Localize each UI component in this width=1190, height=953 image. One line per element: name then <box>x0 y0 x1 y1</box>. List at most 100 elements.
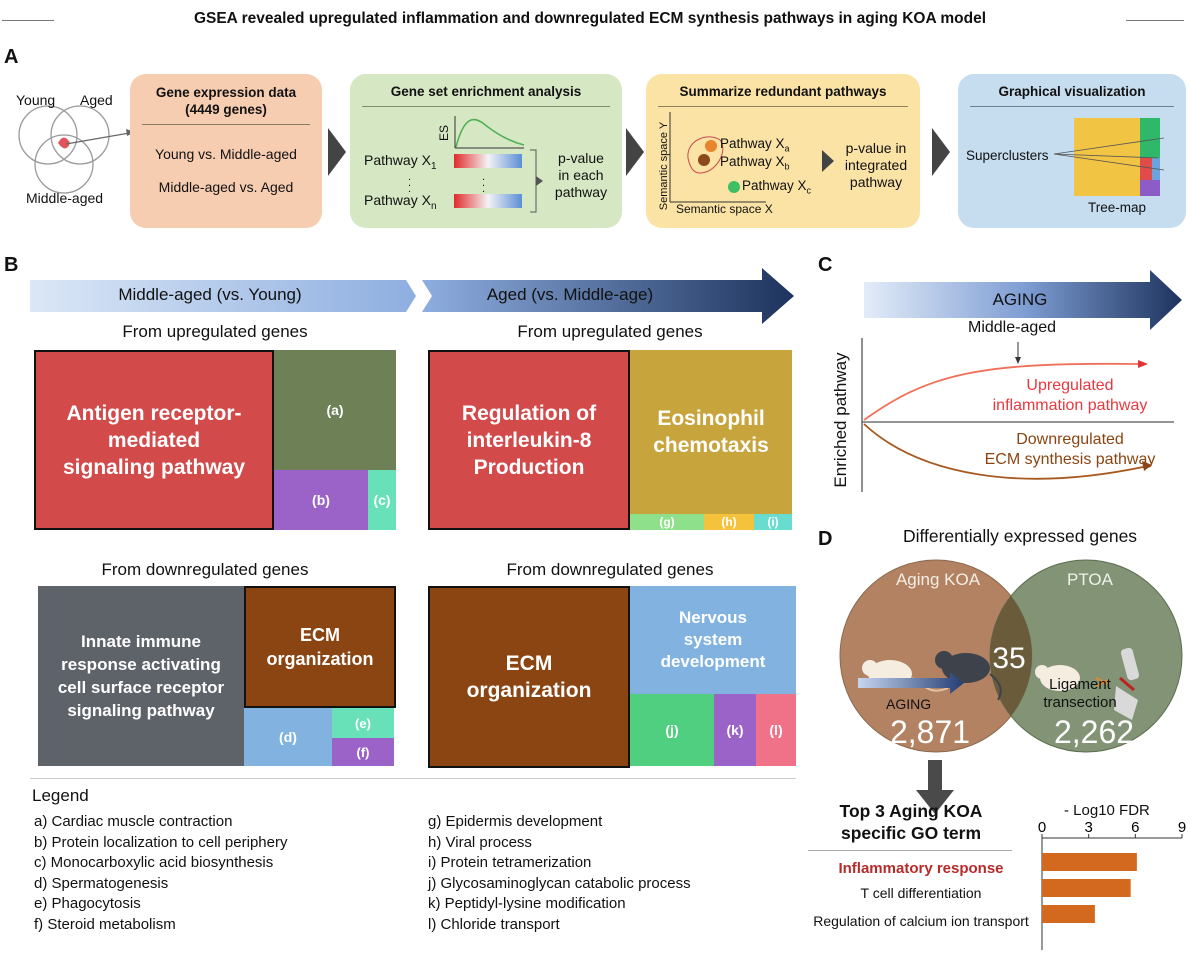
tm3-d: (d) <box>244 708 332 766</box>
legend-item-h: h) Viral process <box>428 833 532 851</box>
tm2-g: (g) <box>630 514 704 530</box>
tm3-f: (f) <box>332 738 394 766</box>
go-title: Top 3 Aging KOA specific GO term <box>839 801 983 843</box>
vertical-dots: ... <box>408 171 412 195</box>
sub: b <box>784 161 790 172</box>
treemap-down-middle: Innate immune response activating cell s… <box>38 586 396 766</box>
ptoa-count: 2,262 <box>1053 714 1135 750</box>
title-rule-right <box>1126 20 1184 21</box>
legend-left: a) Cardiac muscle contraction b) Protein… <box>34 812 414 935</box>
panel-a-letter: A <box>4 46 19 68</box>
step-arrow-1 <box>328 128 346 176</box>
tm3-second: ECM organization <box>244 586 396 708</box>
downregulated-label: Downregulated ECM synthesis pathway <box>984 431 1156 468</box>
overlap-count: 35 <box>992 642 1026 675</box>
middle-aged-marker-label: Middle-aged <box>968 319 1057 336</box>
down-label-right: From downregulated genes <box>506 560 714 579</box>
venn-young-label: Young <box>16 92 56 108</box>
pathway-text: Pathway X <box>720 154 785 169</box>
treemap-label: Tree-map <box>1088 200 1147 215</box>
es-curve-plot <box>454 116 525 149</box>
enriched-pathway-label: Enriched pathway <box>831 352 850 488</box>
tm2-second: Eosinophil chemotaxis <box>630 350 792 514</box>
x-tick-label: 9 <box>1178 820 1186 836</box>
semantic-plot <box>669 112 766 203</box>
step-arrow-2 <box>626 128 644 176</box>
venn-three-groups <box>18 105 136 194</box>
tm-purple <box>1140 180 1160 196</box>
bracket-arrow <box>530 149 543 213</box>
divider <box>142 124 310 125</box>
summarize-box: Summarize redundant pathways Semantic sp… <box>646 74 920 228</box>
aging-koa-label: Aging KOA <box>895 570 981 589</box>
tm2-main: Regulation of interleukin-8 Production <box>428 350 630 530</box>
tm4-second: Nervous system development <box>630 586 796 694</box>
step-arrow-3 <box>932 128 950 176</box>
up-label-right: From upregulated genes <box>517 322 703 341</box>
legend-item-c: c) Monocarboxylic acid biosynthesis <box>34 854 274 871</box>
pathway-x1-bar <box>454 154 522 168</box>
panel-b-letter: B <box>4 254 19 276</box>
arrow-right-label: Aged (vs. Middle-age) <box>486 285 654 304</box>
legend-item-i: i) Protein tetramerization <box>428 854 592 871</box>
divider <box>362 106 610 107</box>
sub: a <box>784 143 790 154</box>
bar-1 <box>1042 879 1131 897</box>
sub: 1 <box>430 160 437 172</box>
tm-green <box>1140 118 1160 158</box>
gsea-title: Gene set enrichment analysis <box>390 84 582 99</box>
upregulated-label: Upregulated inflammation pathway <box>992 377 1148 414</box>
pvalue-each-pathway: p-value in each pathway <box>554 150 608 200</box>
legend-right: g) Epidermis development h) Viral proces… <box>428 812 798 935</box>
pathway-xn-bar <box>454 194 522 208</box>
tm2-h: (h) <box>704 514 754 530</box>
tm3-main: Innate immune response activating cell s… <box>38 586 244 766</box>
visualization-box: Graphical visualization Superclusters Tr… <box>958 74 1186 228</box>
up-label-left: From upregulated genes <box>122 322 308 341</box>
tm1-a: (a) <box>274 350 396 470</box>
legend-item-g: g) Epidermis development <box>428 813 603 830</box>
tm1-c: (c) <box>368 470 396 530</box>
vertical-dots: ... <box>482 171 486 195</box>
bar-2 <box>1042 905 1095 923</box>
sub: n <box>430 200 437 212</box>
title-rule-left <box>2 20 54 21</box>
down-arrow <box>916 760 954 814</box>
x-tick-label: 3 <box>1084 820 1092 836</box>
small-arrow <box>822 150 834 172</box>
venn-aged-label: Aged <box>80 92 113 108</box>
tm3-e: (e) <box>332 708 394 738</box>
legend-item-f: f) Steroid metabolism <box>34 915 176 933</box>
tm1-b: (b) <box>274 470 368 530</box>
treemap-down-aged: ECM organization Nervous system developm… <box>428 586 796 768</box>
pathway-text: Pathway X <box>364 152 431 168</box>
panel-d-letter: D <box>818 528 833 550</box>
go-category-0: Inflammatory response <box>838 860 1004 877</box>
pathway-xa: Pathway Xa <box>720 136 790 154</box>
ligament-label: Ligament transection <box>1043 676 1117 711</box>
tm2-i: (i) <box>754 514 792 530</box>
age-arrow <box>30 268 794 324</box>
tm-red <box>1140 158 1152 180</box>
tm4-l: (l) <box>756 694 796 766</box>
tm4-main: ECM organization <box>428 586 630 768</box>
supercluster-lines <box>1054 137 1165 171</box>
pathway-x1-label: Pathway X1 <box>364 152 437 172</box>
divider <box>970 106 1174 107</box>
aging-koa-count: 2,871 <box>889 714 971 750</box>
go-xlabel: - Log10 FDR <box>1064 802 1150 819</box>
pathway-text: Pathway X <box>364 192 431 208</box>
divider <box>658 106 908 107</box>
legend-item-l: l) Chloride transport <box>428 915 560 933</box>
x-tick-label: 6 <box>1131 820 1139 836</box>
legend-item-k: k) Peptidyl-lysine modification <box>428 895 626 912</box>
sub: c <box>806 185 812 196</box>
comparison-1: Young vs. Middle-aged <box>155 146 297 162</box>
aging-arrow <box>864 270 1182 330</box>
legend-item-a: a) Cardiac muscle contraction <box>34 813 233 830</box>
go-category-2: Regulation of calcium ion transport <box>813 913 1029 929</box>
down-label-left: From downregulated genes <box>101 560 309 579</box>
pathway-text: Pathway X <box>742 178 807 193</box>
pathway-xn-label: Pathway Xn <box>364 192 437 212</box>
